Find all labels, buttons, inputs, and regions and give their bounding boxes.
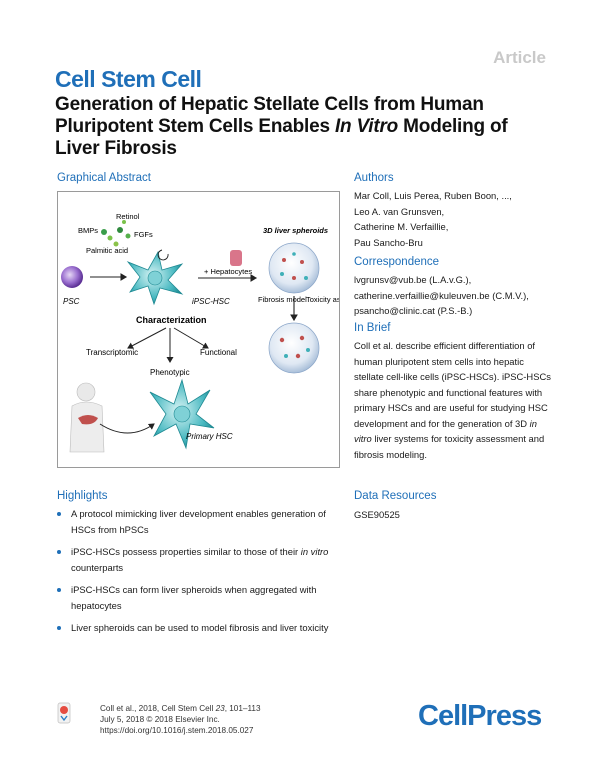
label-palmitic-acid: Palmitic acid <box>86 246 128 255</box>
title-text-1: Generation of Hepatic Stellate Cells fro… <box>55 94 484 137</box>
label-3d-spheroids: 3D liver spheroids <box>263 226 328 235</box>
journal-logo: Cell Stem Cell <box>55 66 202 92</box>
arrow-transcriptomic <box>127 327 167 349</box>
liver-spheroid-top <box>268 242 320 294</box>
human-silhouette <box>69 382 105 453</box>
author-line: Leo A. van Grunsven, <box>354 205 445 217</box>
psc-cell <box>61 266 83 288</box>
highlight-text: iPSC-HSCs can form liver spheroids when … <box>71 584 317 611</box>
highlights-heading: Highlights <box>57 490 108 502</box>
label-phenotypic: Phenotypic <box>150 368 190 377</box>
citation-line: Coll et al., 2018, Cell Stem Cell 23, 10… <box>100 703 261 714</box>
article-title: Generation of Hepatic Stellate Cells fro… <box>55 94 555 160</box>
label-characterization: Characterization <box>136 315 207 325</box>
ipsc-hsc-cell <box>126 250 184 306</box>
label-transcriptomic: Transcriptomic <box>86 348 138 357</box>
author-line: Catherine M. Verfaillie, <box>354 221 449 232</box>
highlight-text: Liver spheroids can be used to model fib… <box>71 622 329 633</box>
bullet-icon <box>57 626 61 630</box>
crossmark-icon[interactable] <box>57 702 71 724</box>
in-brief-text: Coll et al. describe efficient different… <box>354 338 554 462</box>
label-hepatocytes: + Hepatocytes <box>204 267 252 276</box>
label-primary-hsc: Primary HSC <box>186 432 233 441</box>
self-renew-arrow <box>157 249 169 261</box>
cellpress-logo: CellPress <box>418 700 542 732</box>
label-fibrosis: Fibrosis model <box>258 295 307 304</box>
highlight-italic: in vitro <box>300 546 329 557</box>
correspondence-list: lvgrunsv@vub.be (L.A.v.G.), catherine.ve… <box>354 272 564 319</box>
bullet-icon <box>57 588 61 592</box>
label-functional: Functional <box>200 348 237 357</box>
authors-list: Mar Coll, Luis Perea, Ruben Boon, ..., L… <box>354 188 554 250</box>
correspondence-email[interactable]: psancho@clinic.cat (P.S.-B.) <box>354 305 473 316</box>
correspondence-heading: Correspondence <box>354 256 440 268</box>
doi-link[interactable]: https://doi.org/10.1016/j.stem.2018.05.0… <box>100 726 254 735</box>
article-type-label: Article <box>493 48 546 67</box>
highlight-text: counterparts <box>71 561 124 573</box>
authors-heading: Authors <box>354 172 394 184</box>
citation-date: July 5, 2018 © 2018 Elsevier Inc. <box>100 715 220 724</box>
in-brief-part2: liver systems for toxicity assessment an… <box>354 433 545 460</box>
primary-hsc-cell <box>149 378 215 450</box>
graphical-abstract-svg: BMPs Retinol FGFs Palmitic acid PSC iPSC… <box>61 212 353 453</box>
author-line: Mar Coll, Luis Perea, Ruben Boon, ..., <box>354 190 512 201</box>
bullet-icon <box>57 550 61 554</box>
author-line: Pau Sancho-Bru <box>354 236 423 248</box>
citation-pages: , 101–113 <box>224 704 261 713</box>
correspondence-email[interactable]: catherine.verfaillie@kuleuven.be (C.M.V.… <box>354 289 529 301</box>
arrow-liver-to-hsc <box>99 423 155 434</box>
list-item: iPSC-HSCs possess properties similar to … <box>57 544 347 575</box>
citation-block: Coll et al., 2018, Cell Stem Cell 23, 10… <box>100 703 261 736</box>
highlights-list: A protocol mimicking liver development e… <box>57 506 347 643</box>
label-retinol: Retinol <box>116 212 140 221</box>
highlight-text: A protocol mimicking liver development e… <box>71 508 326 535</box>
label-psc: PSC <box>63 297 80 306</box>
arrow-functional <box>173 327 209 349</box>
list-item: A protocol mimicking liver development e… <box>57 506 347 537</box>
title-text-2: Modeling of Liver Fibrosis <box>55 116 508 159</box>
liver-icon <box>78 415 98 425</box>
label-bmps: BMPs <box>78 226 98 235</box>
data-accession[interactable]: GSE90525 <box>354 509 400 520</box>
in-brief-part1: Coll et al. describe efficient different… <box>354 340 551 429</box>
label-ipsc-hsc: iPSC-HSC <box>192 297 230 306</box>
liver-spheroid-bottom <box>268 322 320 374</box>
graphical-abstract-figure: BMPs Retinol FGFs Palmitic acid PSC iPSC… <box>57 191 353 468</box>
citation-text: Coll et al., 2018, Cell Stem Cell <box>100 704 216 713</box>
growth-factor-dots <box>101 220 131 247</box>
hepatocyte-icon <box>230 250 242 266</box>
title-italic: In Vitro <box>334 116 399 137</box>
label-toxicity: Toxicity assay <box>306 295 339 304</box>
list-item: iPSC-HSCs can form liver spheroids when … <box>57 582 347 613</box>
in-brief-italic: in vitro <box>354 417 537 445</box>
data-resources-heading: Data Resources <box>354 490 437 502</box>
list-item: Liver spheroids can be used to model fib… <box>57 620 347 636</box>
bullet-icon <box>57 512 61 516</box>
graphical-abstract-heading: Graphical Abstract <box>57 172 151 184</box>
in-brief-heading: In Brief <box>354 322 391 334</box>
label-fgfs: FGFs <box>134 230 153 239</box>
correspondence-email[interactable]: lvgrunsv@vub.be (L.A.v.G.), <box>354 274 472 285</box>
highlight-text: iPSC-HSCs possess properties similar to … <box>71 546 301 557</box>
citation-volume: 23 <box>215 704 225 713</box>
